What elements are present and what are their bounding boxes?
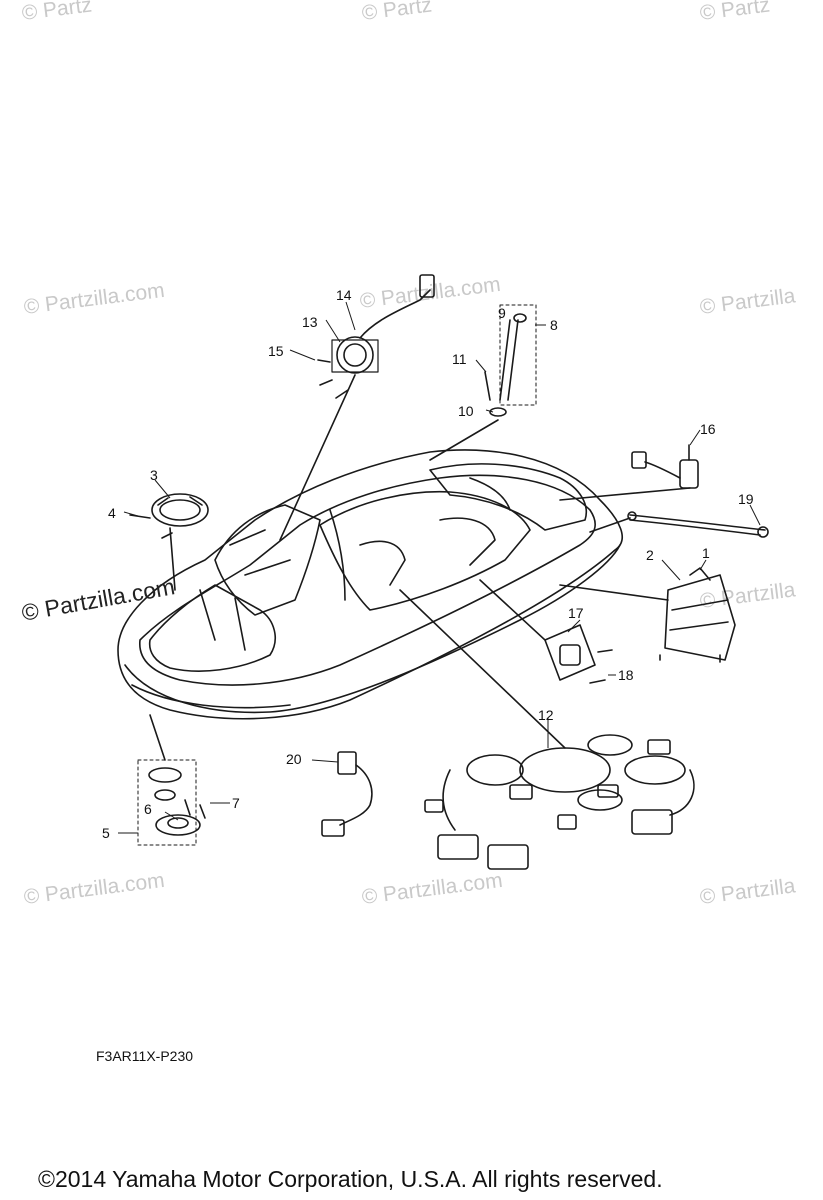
bracket-part-1 — [664, 574, 736, 661]
callout-4: 4 — [108, 505, 116, 521]
copyright-notice: ©2014 Yamaha Motor Corporation, U.S.A. A… — [38, 1166, 663, 1192]
callout-18: 18 — [618, 667, 634, 683]
callout-1: 1 — [702, 545, 710, 561]
connector-block — [437, 834, 479, 860]
speaker-part-3 — [151, 493, 209, 527]
callout-20: 20 — [286, 751, 302, 767]
callout-12: 12 — [538, 707, 554, 723]
callout-7: 7 — [232, 795, 240, 811]
callout-13: 13 — [302, 314, 318, 330]
diagram-code: F3AR11X-P230 — [96, 1048, 194, 1064]
grommet-part-10 — [489, 407, 507, 417]
sensor-part-16 — [679, 459, 699, 489]
callout-11: 11 — [452, 351, 467, 367]
windshield — [214, 504, 321, 616]
cable-part-19 — [629, 514, 766, 531]
callout-8: 8 — [550, 317, 558, 333]
harness-part-12 — [519, 747, 611, 793]
boat-deck — [139, 474, 596, 686]
connector-part-20 — [337, 751, 357, 775]
callout-15: 15 — [268, 343, 284, 359]
callout-14: 14 — [336, 287, 352, 303]
stern-deck — [429, 463, 587, 531]
drain-plug-part-5 — [155, 814, 201, 836]
callout-10: 10 — [458, 403, 474, 419]
bow-seating — [148, 584, 276, 672]
boat-hull-bottom — [124, 544, 621, 714]
callout-6: 6 — [144, 801, 152, 817]
callout-2: 2 — [646, 547, 654, 563]
callout-16: 16 — [700, 421, 716, 437]
gauge-part-13 — [336, 336, 374, 374]
callout-3: 3 — [150, 467, 158, 483]
boat-hull — [117, 449, 624, 720]
callout-17: 17 — [568, 605, 584, 621]
callout-5: 5 — [102, 825, 110, 841]
callout-19: 19 — [738, 491, 754, 507]
drain-assembly-box — [137, 759, 197, 846]
callout-9: 9 — [498, 305, 506, 321]
main-cockpit — [319, 490, 531, 611]
rod-part-8 — [499, 319, 511, 401]
switch-part-17 — [544, 624, 596, 681]
gauge-wiring — [359, 289, 431, 339]
